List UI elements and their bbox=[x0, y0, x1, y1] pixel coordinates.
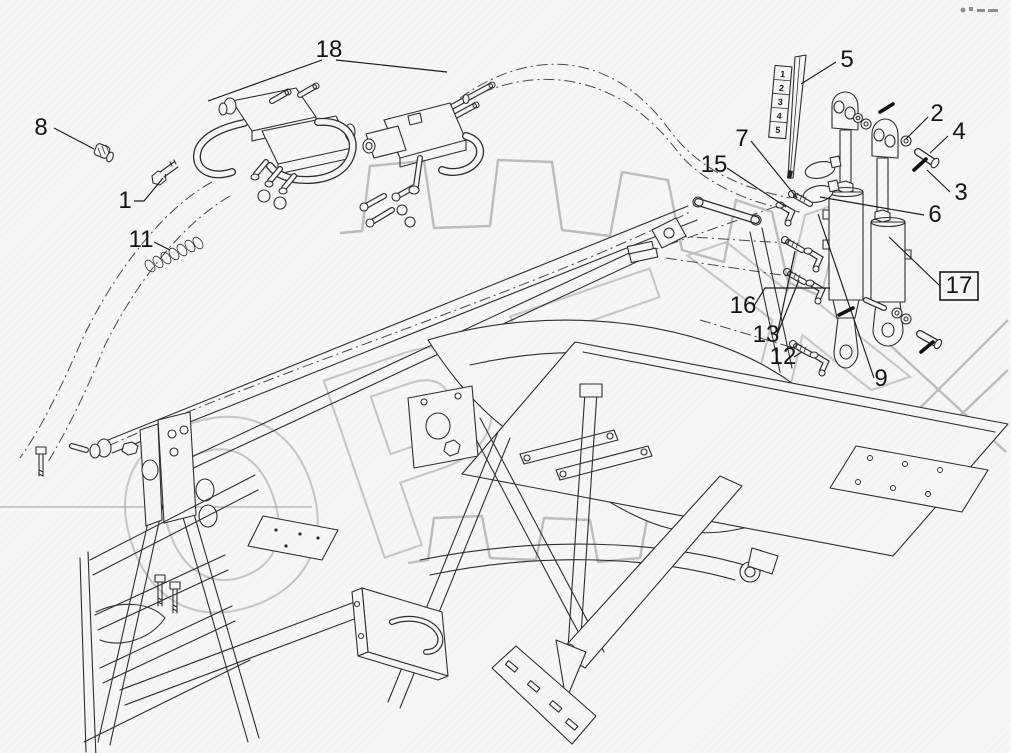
cotter-pin-part3 bbox=[912, 157, 928, 172]
callout-11: 11 bbox=[129, 226, 154, 253]
callout-16: 16 bbox=[730, 292, 757, 319]
hex-bolt-part1 bbox=[151, 159, 179, 186]
valve-block-right bbox=[359, 81, 496, 228]
shelf-bracket bbox=[351, 587, 449, 681]
callout-leaders bbox=[53, 59, 951, 379]
callout-8: 8 bbox=[34, 114, 47, 141]
ruler-digit: 1 bbox=[780, 69, 786, 79]
callout-3: 3 bbox=[954, 179, 967, 206]
clevis-pin-part4 bbox=[914, 148, 940, 169]
hydraulic-cylinder-right bbox=[837, 112, 943, 354]
ruler-digit: 4 bbox=[776, 111, 782, 121]
callout-1: 1 bbox=[118, 187, 131, 214]
callout-13: 13 bbox=[753, 321, 780, 348]
elbow-fitting bbox=[805, 279, 826, 305]
elbow-fitting bbox=[803, 247, 824, 273]
callout-5: 5 bbox=[840, 46, 853, 73]
callout-18: 18 bbox=[316, 36, 343, 63]
callout-17-boxed: 17 bbox=[939, 271, 979, 301]
washer-rings bbox=[852, 112, 872, 130]
base-ladder-frame bbox=[79, 474, 366, 753]
banjo-bolt bbox=[780, 235, 805, 253]
ruler-digit: 5 bbox=[775, 125, 781, 135]
callout-7: 7 bbox=[735, 125, 748, 152]
callout-15: 15 bbox=[701, 151, 728, 178]
ring-clip-part2 bbox=[900, 135, 912, 147]
pivot-tower-bracket bbox=[121, 411, 218, 528]
plug-fitting-part8 bbox=[93, 143, 114, 163]
parking-stand bbox=[491, 383, 743, 745]
callout-17: 17 bbox=[946, 272, 973, 299]
hydraulic-hoses bbox=[0, 63, 801, 508]
gear-teeth-watermark-top bbox=[339, 158, 821, 298]
callout-2: 2 bbox=[930, 100, 943, 127]
banjo-bolt bbox=[788, 339, 813, 357]
valve-ports bbox=[250, 159, 297, 210]
callout-4: 4 bbox=[952, 118, 965, 145]
elbow-fitting bbox=[809, 351, 830, 377]
hydraulic-cylinder-left bbox=[775, 91, 864, 369]
callout-6: 6 bbox=[928, 201, 941, 228]
a-frame-mast bbox=[97, 385, 605, 746]
rocker-link bbox=[626, 196, 762, 264]
gear-teeth-watermark-bottom bbox=[407, 512, 693, 565]
ruler-digit: 2 bbox=[779, 83, 785, 93]
callout-9: 9 bbox=[874, 365, 887, 392]
spiral-hose-wrap-part11 bbox=[144, 236, 204, 273]
hex-bolts bbox=[35, 446, 181, 614]
banjo-fitting-part15 bbox=[775, 189, 813, 227]
callout-12: 12 bbox=[770, 343, 797, 370]
callout-labels: 18 8 1 11 5 2 4 3 7 15 6 16 13 12 9 17 bbox=[34, 36, 979, 392]
loader-frame bbox=[35, 196, 1009, 753]
corner-mark bbox=[960, 7, 998, 13]
valve-block-left bbox=[193, 82, 357, 210]
bottom-mount-hardware bbox=[837, 297, 943, 354]
fitting-pairs bbox=[780, 235, 830, 377]
pin-and-clips bbox=[878, 102, 940, 172]
ruler-digit: 3 bbox=[777, 97, 783, 107]
boom-arm bbox=[69, 205, 793, 479]
ruler-scale: 1 2 3 4 5 bbox=[768, 54, 807, 179]
